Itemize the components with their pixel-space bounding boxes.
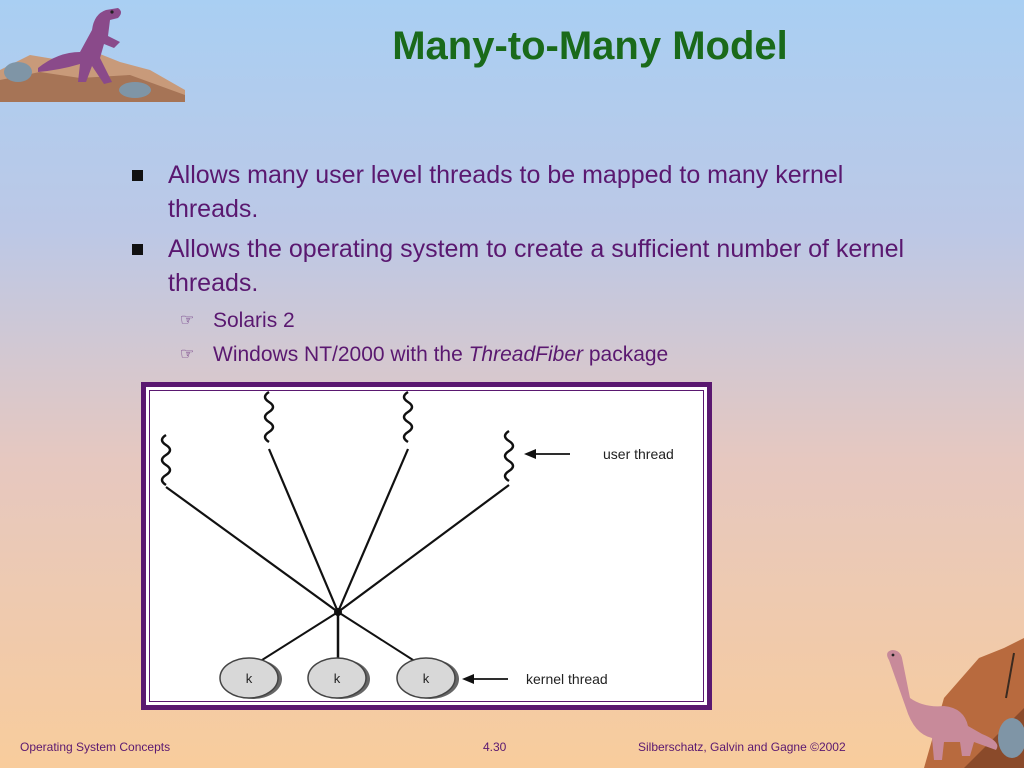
kernel-thread-node [219,657,279,699]
bullet-item: Allows the operating system to create a … [130,232,910,300]
kernel-thread-label: kernel thread [526,671,608,687]
diagram-inner-frame [149,390,704,702]
footer-page-number: 4.30 [483,740,507,754]
many-to-many-diagram: k k k user thread kernel thread [141,382,712,710]
footer-authors: Silberschatz, Galvin and Gagne ©2002 [638,740,846,754]
user-to-hub-line [336,448,410,613]
user-thread-squiggle [402,390,414,444]
pointing-hand-icon: ☞ [180,312,195,329]
hub-to-kernel-line [250,611,339,668]
user-thread-squiggle [263,390,275,444]
sub-bullet-text-prefix: Windows NT/2000 with the [213,343,469,366]
kernel-thread-node [307,657,367,699]
pointing-hand-icon: ☞ [180,346,195,363]
bullet-text: Allows the operating system to create a … [168,235,905,297]
user-to-hub-line [267,448,340,613]
sub-bullet-emphasis: ThreadFiber [468,343,583,366]
sub-bullet-text-suffix: package [583,343,669,366]
square-bullet-icon [132,244,143,255]
user-thread-arrowhead [524,449,536,459]
user-thread-label: user thread [603,446,674,462]
trex-dinosaur-icon [0,8,185,102]
hub-to-kernel-line [337,611,425,668]
footer-course: Operating System Concepts [20,740,171,754]
slide-title: Many-to-Many Model [392,24,788,68]
kernel-thread-arrowhead [462,674,474,684]
square-bullet-icon [132,170,143,181]
sub-bullet-item: ☞ Solaris 2 [130,306,910,336]
kernel-node-label: k [423,671,430,686]
user-to-hub-line [165,486,339,613]
user-to-hub-line [337,484,510,613]
user-thread-squiggle [503,429,515,483]
kernel-node-label: k [246,671,253,686]
bullet-item: Allows many user level threads to be map… [130,158,910,226]
brontosaurus-dinosaur-icon [887,638,1024,768]
sub-bullet-text: Solaris 2 [213,309,295,332]
diagram-canvas: k k k user thread kernel thread [160,390,674,699]
sub-bullet-item: ☞ Windows NT/2000 with the ThreadFiber p… [130,340,910,370]
bullet-list: Allows many user level threads to be map… [130,158,910,370]
kernel-thread-node [396,657,456,699]
user-thread-squiggle [160,433,172,487]
bullet-text: Allows many user level threads to be map… [168,161,844,223]
kernel-node-label: k [334,671,341,686]
